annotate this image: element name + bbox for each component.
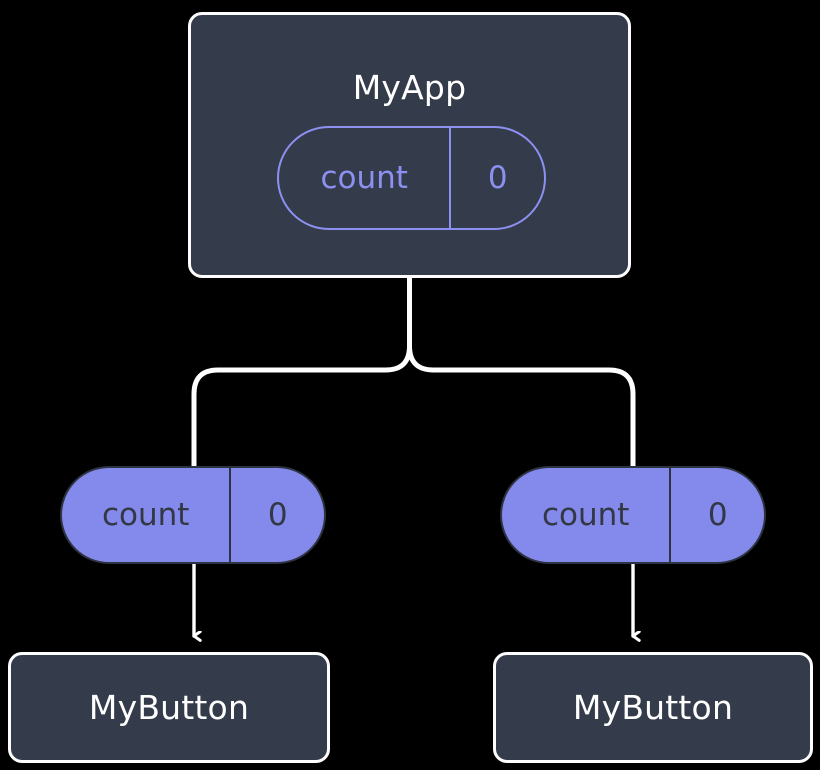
tree-connector-trunk — [191, 274, 412, 469]
component-node-mybutton-right[interactable]: MyButton — [493, 652, 813, 763]
tree-connector-branch-right — [407, 343, 636, 469]
component-label-mybutton-right: MyButton — [572, 688, 734, 727]
state-key-left-branch: count — [62, 468, 232, 562]
state-pill-right-branch[interactable]: count 0 — [500, 466, 766, 564]
state-key-right-branch: count — [502, 468, 672, 562]
state-key-myapp: count — [279, 128, 452, 228]
component-label-mybutton-left: MyButton — [88, 688, 250, 727]
state-pill-myapp[interactable]: count 0 — [277, 126, 546, 230]
component-label-myapp: MyApp — [352, 68, 467, 107]
component-node-mybutton-left[interactable]: MyButton — [8, 652, 330, 763]
state-value-myapp: 0 — [487, 159, 508, 196]
state-value-right-branch: 0 — [707, 496, 728, 533]
state-pill-left-branch[interactable]: count 0 — [60, 466, 326, 564]
state-value-left-branch: 0 — [267, 496, 288, 533]
